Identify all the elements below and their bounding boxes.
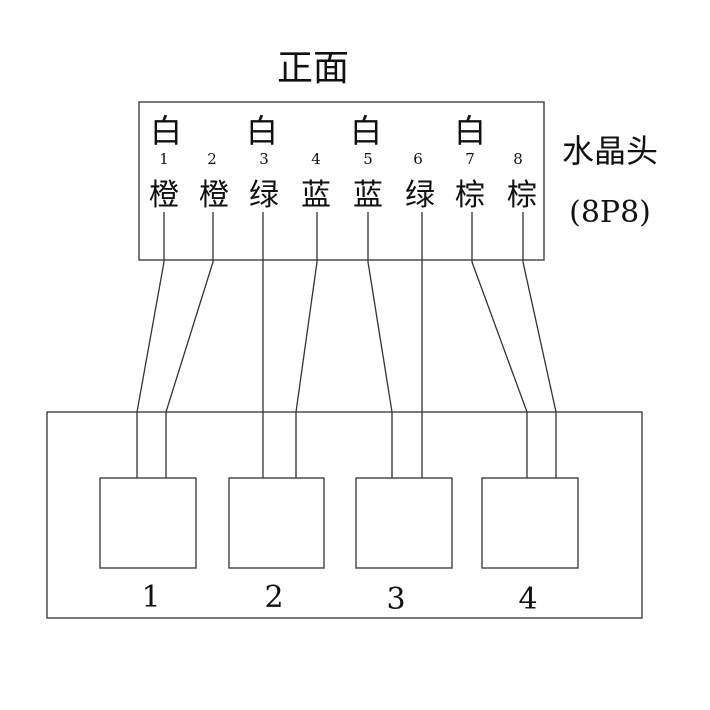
pin-number-6: 6 <box>413 150 423 168</box>
pin-number-7: 7 <box>465 150 475 168</box>
port-label-4: 4 <box>518 582 537 617</box>
connector-box <box>138 101 545 261</box>
port-box-1 <box>99 477 197 569</box>
pin-number-5: 5 <box>363 150 373 168</box>
connector-label: 水晶头 <box>562 132 658 170</box>
wire-7 <box>471 212 528 478</box>
white-label-2: 白 <box>246 112 278 150</box>
white-label-4: 白 <box>454 112 486 150</box>
wire-8 <box>522 212 557 478</box>
port-box-2 <box>228 477 325 569</box>
pin-color-6: 绿 <box>405 178 435 213</box>
pin-color-3: 绿 <box>249 178 279 213</box>
port-label-3: 3 <box>386 582 405 617</box>
pin-number-1: 1 <box>159 150 169 168</box>
pin-number-8: 8 <box>513 150 523 168</box>
pin-color-1: 橙 <box>149 178 179 213</box>
wire-4 <box>295 212 318 478</box>
pin-color-5: 蓝 <box>353 178 383 213</box>
pin-number-3: 3 <box>259 150 269 168</box>
port-box-3 <box>355 477 453 569</box>
wire-5 <box>367 212 393 478</box>
pin-color-4: 蓝 <box>301 178 331 213</box>
white-label-1: 白 <box>150 112 182 150</box>
wire-2 <box>165 212 214 478</box>
port-panel <box>46 411 643 619</box>
connector-sublabel: (8P8) <box>569 195 651 230</box>
pin-number-2: 2 <box>207 150 217 168</box>
port-box-4 <box>481 477 579 569</box>
pin-color-7: 棕 <box>455 178 485 213</box>
pin-color-2: 橙 <box>199 178 229 213</box>
port-label-2: 2 <box>264 580 283 615</box>
port-label-1: 1 <box>141 580 160 615</box>
pin-color-8: 棕 <box>507 178 537 213</box>
pin-number-4: 4 <box>311 150 321 168</box>
white-label-3: 白 <box>350 112 382 150</box>
wires <box>136 212 557 478</box>
page-title: 正面 <box>277 48 349 89</box>
wire-1 <box>136 212 165 478</box>
